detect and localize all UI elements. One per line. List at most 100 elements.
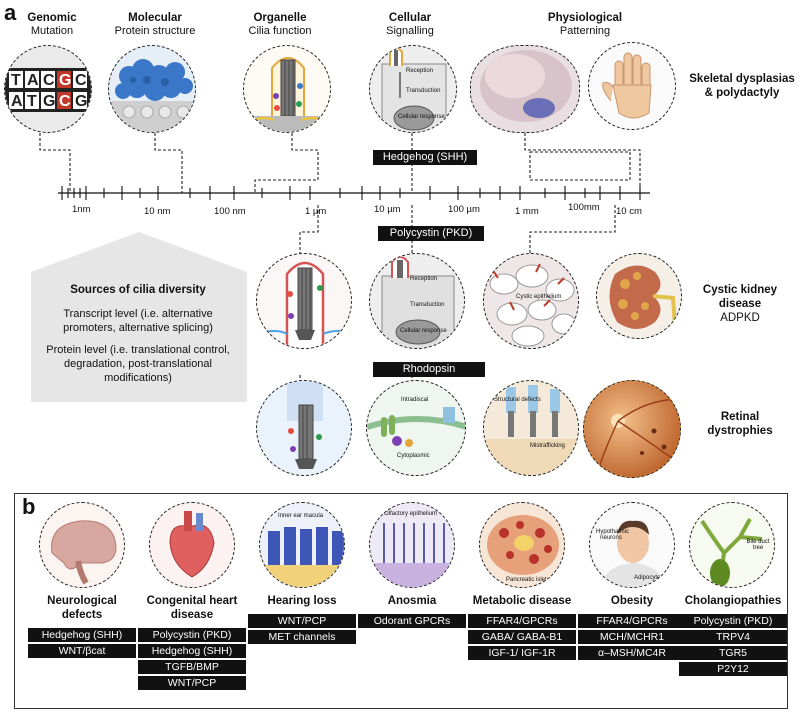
- disease-name-line: Metabolic disease: [472, 595, 572, 607]
- pathway-tag: Polycystin (PKD): [679, 614, 787, 628]
- structural-defects-label: Structural defects: [494, 397, 541, 403]
- scale-organelle: Organelle Cilia function: [230, 12, 330, 38]
- pathway-label-polycystin: Polycystin (PKD): [378, 226, 484, 241]
- pathway-tag: TGR5: [679, 646, 787, 660]
- diversity-transcript: Transcript level (i.e. alternative promo…: [63, 308, 213, 334]
- reception-label: Reception: [410, 276, 438, 282]
- disease-line: Cystic kidney: [702, 284, 778, 296]
- pathway-tag: IGF-1/ IGF-1R: [468, 646, 576, 660]
- scale-cellular: Cellular Signalling: [360, 12, 460, 38]
- disease-name-line: Cholangiopathies: [684, 595, 782, 607]
- svg-text:G: G: [43, 93, 55, 110]
- hand-icon: [602, 52, 652, 119]
- brain-icon: [39, 502, 125, 588]
- disease-retinal: Retinal dystrophies: [690, 410, 790, 438]
- tick-label: 100 µm: [448, 204, 480, 215]
- protein-structure-icon: [109, 59, 195, 132]
- physiological-circle-hand: [588, 42, 676, 130]
- tag-list: Odorant GPCRs: [358, 614, 466, 628]
- tissue-circle-retina: Structural defects Mistrafficking: [483, 380, 579, 476]
- pathway-tag: Polycystin (PKD): [138, 628, 246, 642]
- tick-label: 1nm: [72, 204, 91, 215]
- tag-list: Polycystin (PKD) TRPV4 TGR5 P2Y12: [679, 614, 787, 676]
- transduction-label: Transduction: [410, 302, 445, 308]
- scale-title: Organelle: [253, 12, 307, 24]
- scale-molecular: Molecular Protein structure: [100, 12, 210, 38]
- signalling-cell-icon: [381, 47, 447, 132]
- pathway-tag: FFAR4/GPCRs: [578, 614, 686, 628]
- organ-circle-kidney: [596, 253, 682, 339]
- disease-skeletal: Skeletal dysplasias & polydactyly: [688, 72, 796, 100]
- tag-list: FFAR4/GPCRs GABA/ GABA-B1 IGF-1/ IGF-1R: [468, 614, 576, 660]
- svg-text:G: G: [75, 93, 87, 110]
- cellular-response-label: Cellular response: [398, 114, 445, 120]
- cellular-circle-rhodopsin: Intradiscal Cytoplasmic: [366, 380, 466, 476]
- scale-subtitle: Signalling: [386, 25, 434, 37]
- pathway-tag: TGFB/BMP: [138, 660, 246, 674]
- transduction-label: Transduction: [406, 88, 441, 94]
- disease-name: Cholangiopathies: [679, 594, 787, 608]
- scale-title: Physiological: [547, 12, 623, 24]
- pathway-tag: Hedgehog (SHH): [138, 644, 246, 658]
- dna-sequence-icon: T A C G C A T G C G: [5, 68, 91, 112]
- pathway-tag: Hedgehog (SHH): [28, 628, 136, 642]
- inner-ear-icon: Inner ear macula: [259, 502, 345, 588]
- pathway-tag: WNT/PCP: [248, 614, 356, 628]
- tag-list: Hedgehog (SHH) WNT/βcat: [28, 628, 136, 658]
- tag-list: FFAR4/GPCRs MCH/MCHR1 α–MSH/MC4R: [578, 614, 686, 660]
- disease-line: dystrophies: [707, 425, 773, 437]
- svg-text:T: T: [11, 72, 21, 89]
- scale-title: Cellular: [388, 12, 432, 24]
- inner-label-2: Adipocytes: [634, 575, 664, 581]
- pathway-tag: TRPV4: [679, 630, 787, 644]
- olfactory-icon: Olfactory epithelium: [369, 502, 455, 588]
- inner-label: Pancreatic islet: [506, 577, 547, 583]
- svg-text:C: C: [75, 72, 87, 89]
- pathway-tag: GABA/ GABA-B1: [468, 630, 576, 644]
- organelle-circle-pkd: [256, 253, 352, 349]
- inner-label: Olfactory epithelium: [384, 511, 438, 517]
- diversity-protein: Protein level (i.e. translational contro…: [46, 344, 230, 384]
- disease-name-line: Hearing loss: [267, 595, 337, 607]
- inner-label: Inner ear macula: [278, 513, 324, 519]
- cilium-icon: [244, 57, 330, 132]
- cystic-epithelium-icon: [489, 263, 577, 347]
- disease-name-line: disease: [170, 609, 214, 621]
- intradiscal-label: Intradiscal: [401, 397, 429, 403]
- organ-circle-eye: [583, 380, 681, 478]
- svg-text:A: A: [27, 72, 39, 89]
- pancreas-icon: Pancreatic islet: [479, 502, 565, 588]
- disease-name-line: Congenital heart: [146, 595, 238, 607]
- svg-text:C: C: [43, 72, 55, 89]
- cytoplasmic-label: Cytoplasmic: [397, 453, 430, 459]
- diversity-title: Sources of cilia diversity: [70, 284, 206, 296]
- cellular-circle-hedgehog: Reception Transduction Cellular response: [369, 45, 457, 133]
- disease-name: Hearing loss: [247, 594, 357, 608]
- pathway-tag: WNT/PCP: [138, 676, 246, 690]
- limb-bud-icon: [480, 50, 572, 122]
- tick-label: 100 nm: [214, 206, 246, 217]
- organelle-circle: [243, 45, 331, 133]
- scale-subtitle: Mutation: [30, 25, 74, 37]
- svg-text:G: G: [59, 72, 71, 89]
- tick-label: 1 mm: [515, 206, 539, 217]
- disease-line: Skeletal dysplasias: [689, 73, 795, 85]
- signalling-cell-pkd-icon: [381, 256, 455, 348]
- pathway-tag: WNT/βcat: [28, 644, 136, 658]
- disease-line: Retinal: [720, 411, 760, 423]
- disease-name-line: defects: [61, 609, 103, 621]
- pathway-tag: Odorant GPCRs: [358, 614, 466, 628]
- inner-label: Bile duct tree: [746, 539, 770, 551]
- tissue-circle-cystic: Cystic epithelium: [483, 253, 579, 349]
- pathway-tag: α–MSH/MC4R: [578, 646, 686, 660]
- tag-list: WNT/PCP MET channels: [248, 614, 356, 644]
- photoreceptor-cilium-icon: [287, 381, 323, 469]
- heart-icon: [149, 502, 235, 588]
- pathway-label-rhodopsin: Rhodopsin: [373, 362, 485, 377]
- svg-text:C: C: [59, 93, 71, 110]
- fundus-icon: [584, 381, 680, 477]
- rhodopsin-signalling-icon: [367, 407, 465, 447]
- scale-physiological: Physiological Patterning: [530, 12, 640, 38]
